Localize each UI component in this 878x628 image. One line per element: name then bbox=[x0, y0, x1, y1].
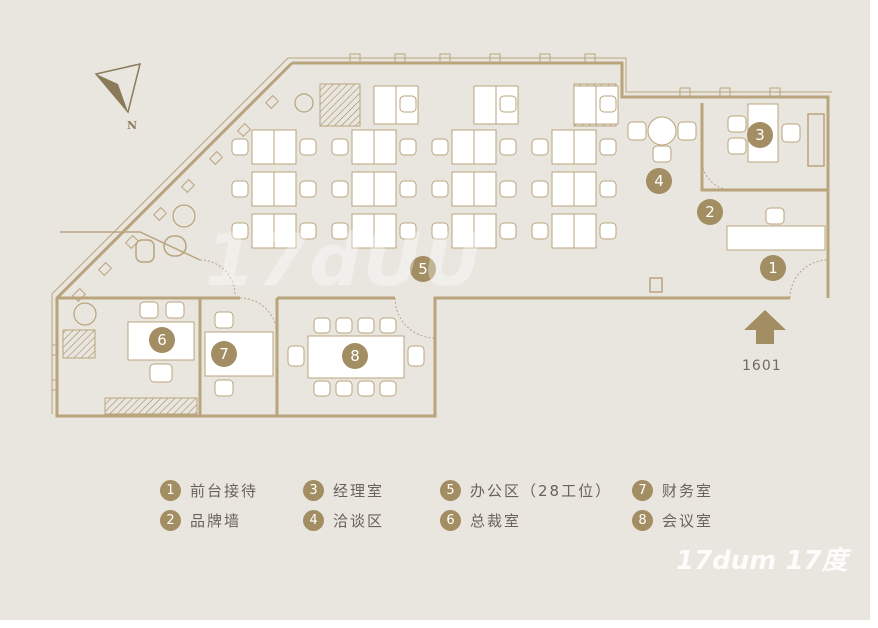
workstation-desk bbox=[352, 172, 374, 206]
workstation-chair bbox=[600, 139, 616, 155]
legend-num: 7 bbox=[632, 480, 653, 501]
room-marker-number: 7 bbox=[219, 345, 229, 363]
workstation-desk bbox=[374, 86, 396, 124]
workstation-desk bbox=[374, 172, 396, 206]
room-marker-number: 3 bbox=[755, 126, 765, 144]
workstation-chair bbox=[432, 181, 448, 197]
workstation-desk bbox=[274, 130, 296, 164]
compass-icon: N bbox=[96, 64, 140, 132]
workstation-desk bbox=[574, 214, 596, 248]
workstation-desk bbox=[252, 172, 274, 206]
legend-item: 2 品牌墙 bbox=[160, 508, 241, 532]
legend-text: 财务室 bbox=[662, 480, 713, 501]
legend-item: 4 洽谈区 bbox=[303, 508, 384, 532]
legend-text: 办公区（28工位） bbox=[470, 480, 612, 501]
workstation-chair bbox=[432, 139, 448, 155]
workstation-desk bbox=[574, 130, 596, 164]
workstation-desk bbox=[474, 172, 496, 206]
legend-text: 经理室 bbox=[333, 480, 384, 501]
legend-text: 会议室 bbox=[662, 510, 713, 531]
floor-plan-frame: N bbox=[0, 0, 870, 620]
workstation-chair bbox=[400, 139, 416, 155]
workstation-chair bbox=[600, 181, 616, 197]
legend-text: 前台接待 bbox=[190, 480, 258, 501]
workstation-desk bbox=[474, 86, 496, 124]
watermark-center: 17dUU bbox=[205, 218, 484, 302]
workstation-desk bbox=[452, 130, 474, 164]
workstation-chair bbox=[500, 139, 516, 155]
manager-office-furniture bbox=[728, 104, 824, 166]
entrance-arrow-icon bbox=[744, 310, 786, 344]
room-marker-number: 1 bbox=[768, 259, 778, 277]
workstation-chair bbox=[232, 139, 248, 155]
legend-item: 3 经理室 bbox=[303, 478, 384, 502]
legend-num: 4 bbox=[303, 510, 324, 531]
legend-text: 总裁室 bbox=[470, 510, 521, 531]
legend-num: 1 bbox=[160, 480, 181, 501]
legend-num: 8 bbox=[632, 510, 653, 531]
legend-num: 5 bbox=[440, 480, 461, 501]
watermark-corner: 17dum 17度 bbox=[676, 540, 848, 577]
legend-item: 8 会议室 bbox=[632, 508, 713, 532]
workstation-chair bbox=[600, 223, 616, 239]
workstation-desk bbox=[574, 172, 596, 206]
room-marker-number: 6 bbox=[157, 331, 167, 349]
workstation-desk bbox=[252, 130, 274, 164]
workstation-desk bbox=[374, 130, 396, 164]
workstation-chair bbox=[532, 223, 548, 239]
legend-text: 洽谈区 bbox=[333, 510, 384, 531]
workstation-desk bbox=[552, 130, 574, 164]
workstation-chair bbox=[500, 181, 516, 197]
workstation-chair bbox=[400, 96, 416, 112]
legend-text: 品牌墙 bbox=[190, 510, 241, 531]
workstation-chair bbox=[300, 181, 316, 197]
workstation-chair bbox=[400, 181, 416, 197]
workstation-desk bbox=[552, 172, 574, 206]
compass-n-label: N bbox=[127, 119, 137, 132]
legend-item: 1 前台接待 bbox=[160, 478, 258, 502]
legend-num: 6 bbox=[440, 510, 461, 531]
legend-item: 5 办公区（28工位） bbox=[440, 478, 612, 502]
workstation-desk bbox=[352, 130, 374, 164]
legend-num: 3 bbox=[303, 480, 324, 501]
workstation-chair bbox=[332, 181, 348, 197]
workstation-chair bbox=[500, 223, 516, 239]
workstation-desk bbox=[552, 214, 574, 248]
workstation-chair bbox=[332, 139, 348, 155]
legend: 1 前台接待 2 品牌墙 3 经理室 4 洽谈区 5 办公区（28工位） 6 总… bbox=[160, 478, 780, 538]
workstation-chair bbox=[600, 96, 616, 112]
negotiation-area-furniture bbox=[628, 117, 696, 162]
workstation-chair bbox=[232, 181, 248, 197]
workstation-chair bbox=[500, 96, 516, 112]
workstation-chair bbox=[300, 139, 316, 155]
legend-num: 2 bbox=[160, 510, 181, 531]
room-marker-number: 4 bbox=[654, 172, 664, 190]
workstation-desk bbox=[274, 172, 296, 206]
workstation-desk bbox=[574, 86, 596, 124]
room-marker-number: 2 bbox=[705, 203, 715, 221]
workstation-chair bbox=[532, 139, 548, 155]
workstation-desk bbox=[452, 172, 474, 206]
legend-item: 6 总裁室 bbox=[440, 508, 521, 532]
room-marker-number: 8 bbox=[350, 347, 360, 365]
legend-item: 7 财务室 bbox=[632, 478, 713, 502]
entrance-label: 1601 bbox=[742, 358, 782, 374]
workstation-chair bbox=[532, 181, 548, 197]
workstation-desk bbox=[474, 130, 496, 164]
